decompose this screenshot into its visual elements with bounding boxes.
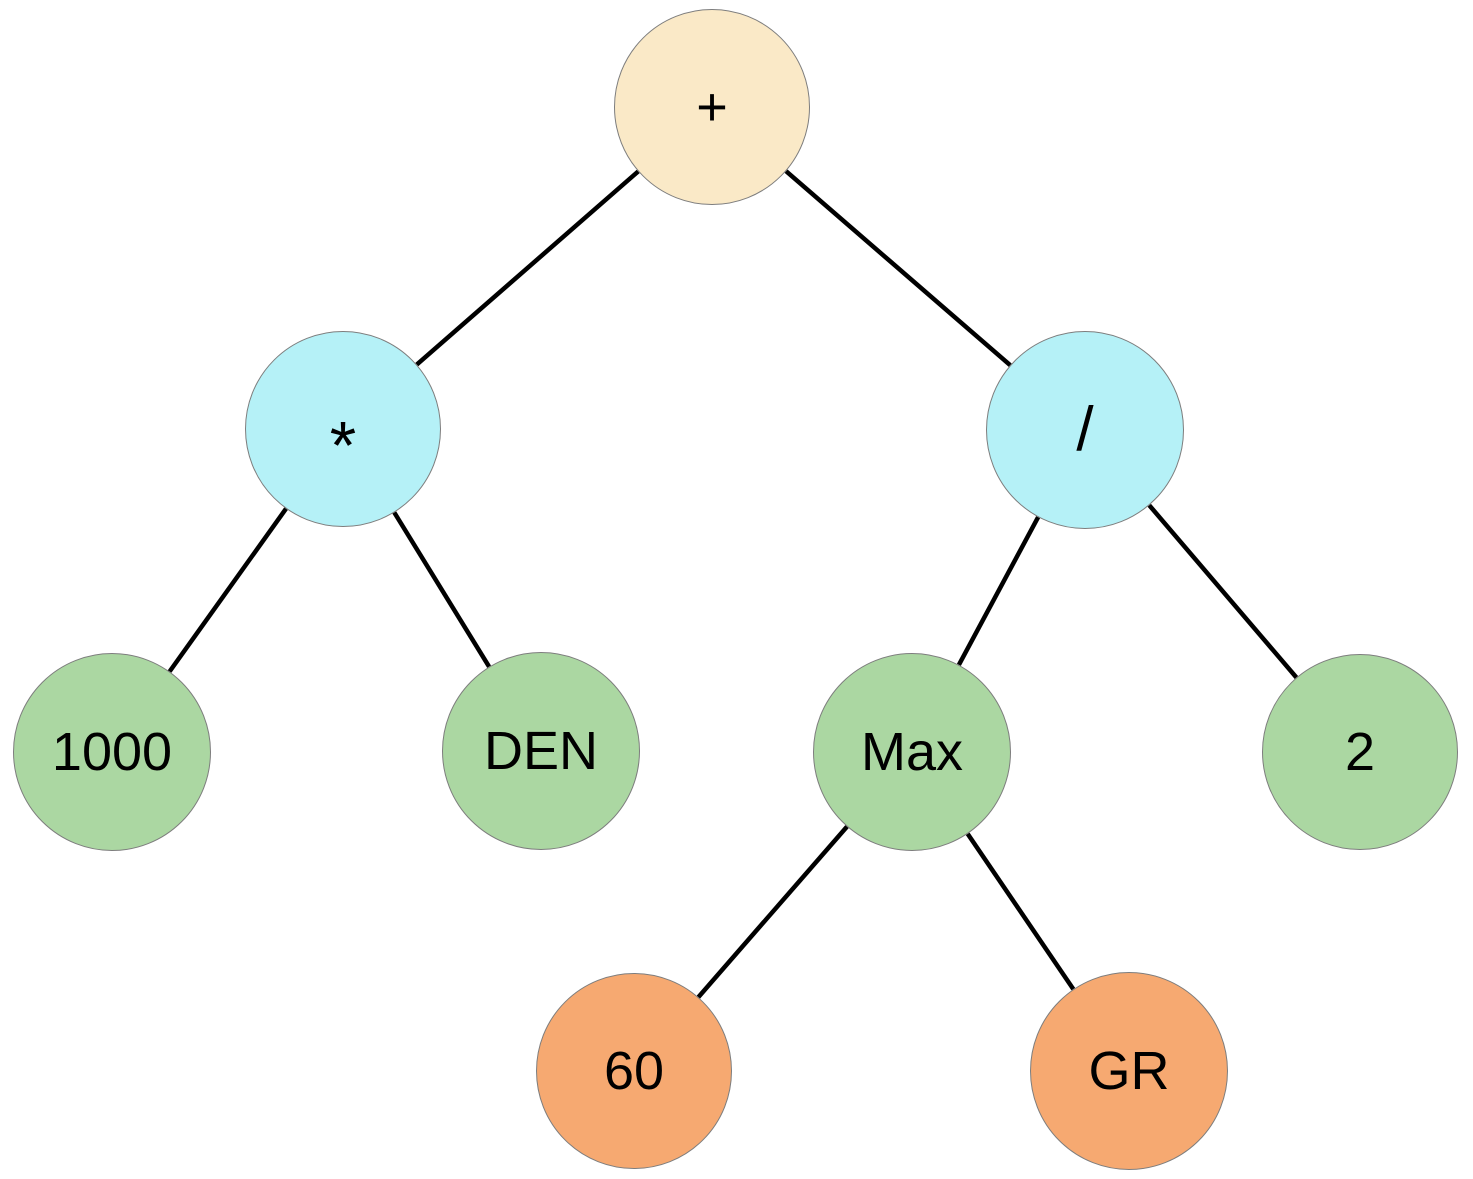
node-label-c2: 2: [1344, 722, 1376, 782]
tree-node-mul: *: [245, 331, 441, 527]
edge-max-gr: [965, 832, 1076, 991]
node-label-div: /: [1076, 395, 1094, 464]
tree-node-den: DEN: [442, 652, 640, 850]
tree-node-c60: 60: [536, 973, 732, 1169]
node-label-mul: *: [329, 407, 357, 484]
edge-add-div: [784, 169, 1012, 367]
tree-node-gr: GR: [1030, 972, 1228, 1170]
edge-max-c60: [696, 825, 849, 999]
tree-node-add: +: [614, 9, 810, 205]
tree-node-c2: 2: [1262, 654, 1458, 850]
edge-add-mul: [415, 169, 640, 367]
node-label-max: Max: [860, 722, 963, 782]
edge-div-c2: [1147, 503, 1299, 679]
tree-node-c1000: 1000: [13, 653, 211, 851]
node-label-c60: 60: [603, 1041, 665, 1101]
node-label-gr: GR: [1088, 1041, 1170, 1101]
edge-mul-c1000: [167, 507, 288, 673]
node-label-c1000: 1000: [51, 722, 173, 782]
edge-mul-den: [392, 511, 492, 668]
node-label-den: DEN: [483, 721, 598, 781]
edge-div-max: [956, 516, 1041, 666]
tree-node-max: Max: [813, 653, 1011, 851]
tree-node-div: /: [986, 331, 1184, 529]
node-label-add: +: [696, 77, 728, 137]
